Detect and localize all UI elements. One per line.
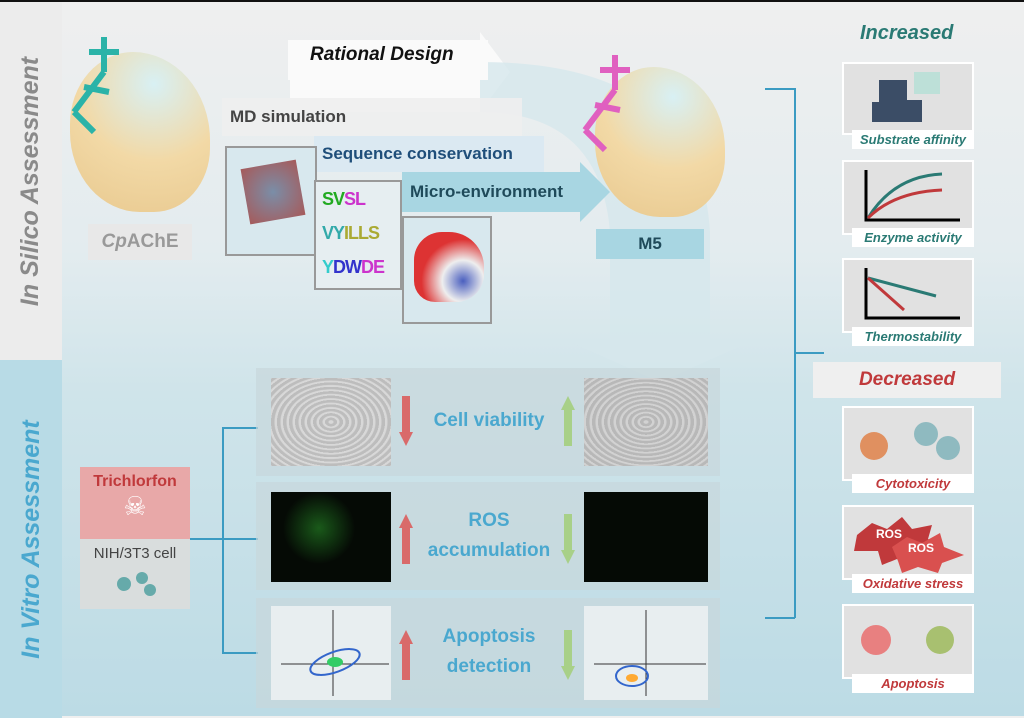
- substrate-affinity-label: Substrate affinity: [852, 130, 974, 149]
- activity-curve-icon: [864, 170, 960, 222]
- step-md-simulation: MD simulation: [222, 98, 522, 136]
- arrow-up-icon: [561, 396, 575, 446]
- connector: [794, 352, 824, 354]
- ros-burst-icon: [854, 517, 964, 573]
- arrow-up-icon: [399, 630, 413, 680]
- ligand-teal-icon: [71, 37, 119, 135]
- connector: [765, 88, 795, 90]
- oxidative-stress-label: Oxidative stress: [852, 574, 974, 593]
- cell-label: NIH/3T3 cell: [93, 545, 177, 562]
- enzyme-activity-card: [842, 160, 974, 235]
- thermostability-curve-icon: [864, 268, 960, 320]
- ros-micrograph-after: [584, 492, 708, 582]
- step-micro-environment: Micro-environment: [402, 172, 582, 212]
- fibroblast-icon: [117, 572, 156, 596]
- thermostability-card: [842, 258, 974, 333]
- connector: [222, 427, 258, 429]
- assay-label: Cell viability: [433, 410, 545, 431]
- trichlorfon-box: Trichlorfon ☠: [80, 467, 190, 539]
- puzzle-icon: [872, 72, 940, 122]
- assay-label: ROS accumulation: [427, 510, 551, 561]
- cytotoxicity-card: [842, 406, 974, 481]
- micro-environment-image: [402, 216, 492, 324]
- assay-row-ros: ROS accumulation: [256, 482, 720, 590]
- arrow-head: [580, 162, 610, 222]
- cells-icon: [860, 422, 960, 460]
- viability-micrograph-before: [271, 378, 391, 466]
- connector: [190, 538, 222, 540]
- in-silico-band: [0, 2, 62, 360]
- rational-design-banner: [288, 40, 488, 80]
- oxidative-stress-card: ROS ROS: [842, 505, 974, 580]
- ros-label-1: ROS: [876, 527, 903, 541]
- assay-row-apoptosis: Apoptosis detection: [256, 598, 720, 708]
- ros-micrograph-before: [271, 492, 391, 582]
- assay-label: Apoptosis detection: [442, 626, 536, 677]
- thermostability-label: Thermostability: [852, 327, 974, 346]
- enzyme-activity-label: Enzyme activity: [852, 228, 974, 247]
- in-vitro-band: [0, 360, 62, 718]
- apoptotic-cells-icon: [861, 625, 954, 655]
- skull-icon: ☠: [123, 491, 147, 521]
- viability-micrograph-after: [584, 378, 708, 466]
- apoptosis-card: [842, 604, 974, 679]
- connector: [222, 427, 224, 653]
- ligand-pink-icon: [582, 55, 630, 153]
- substrate-affinity-card: [842, 62, 974, 135]
- md-simulation-image: [225, 146, 317, 256]
- cell-box: NIH/3T3 cell: [80, 539, 190, 609]
- connector: [222, 538, 258, 540]
- in-vitro-title: In Vitro Assessment: [16, 419, 45, 659]
- connector: [222, 652, 258, 654]
- flow-cytometry-plot-after: [584, 606, 708, 700]
- decreased-title: Decreased: [813, 362, 1001, 398]
- assay-row-viability: Cell viability: [256, 368, 720, 476]
- trichlorfon-label: Trichlorfon: [93, 473, 177, 490]
- arrow-down-icon: [399, 396, 413, 446]
- arrow-up-icon: [399, 514, 413, 564]
- arrow-down-icon: [561, 514, 575, 564]
- ros-label-2: ROS: [908, 541, 935, 555]
- cytotoxicity-label: Cytotoxicity: [852, 474, 974, 493]
- arrow-down-icon: [561, 630, 575, 680]
- increased-title: Increased: [860, 22, 954, 44]
- flow-cytometry-plot-before: [271, 606, 391, 700]
- apoptosis-label: Apoptosis: [852, 674, 974, 693]
- step-sequence-conservation: Sequence conservation: [314, 136, 544, 172]
- m5-label: M5: [596, 229, 704, 259]
- rational-design-label: Rational Design: [310, 44, 454, 65]
- connector: [765, 617, 795, 619]
- in-silico-title: In Silico Assessment: [16, 56, 45, 306]
